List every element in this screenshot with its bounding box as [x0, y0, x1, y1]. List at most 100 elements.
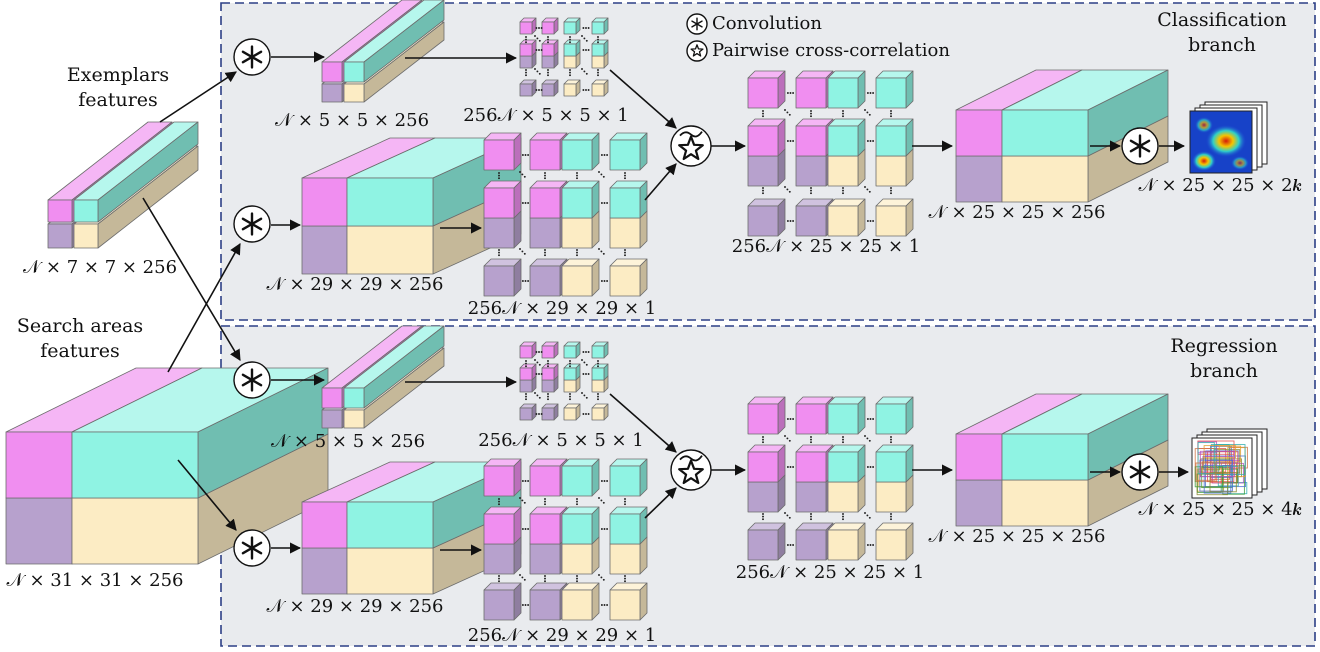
reg-correlation-ddots	[866, 437, 869, 440]
cls-search-split-ddots	[523, 252, 526, 255]
reg-search-conv-cream-front	[346, 547, 434, 595]
reg-exemplar-split-vdots	[525, 362, 527, 365]
reg-fused-dims: 𝒩 × 25 × 25 × 256	[929, 526, 1106, 547]
cls-search-split-r1b-c0-front	[483, 217, 515, 249]
reg-search-split-vdots	[576, 498, 578, 500]
cls-search-split-vdots	[576, 172, 578, 174]
reg-correlation-vdots	[890, 513, 892, 515]
cls-search-split-vdots	[544, 174, 546, 177]
reg-correlation-hdots	[866, 418, 869, 420]
cls-search-split-hdots	[524, 202, 527, 204]
reg-exemplar-split-vdots	[525, 360, 527, 362]
cls-search-conv-operator-spoke	[241, 217, 263, 231]
reg-search-split-hdots	[600, 480, 603, 482]
cls-fused-dims: 𝒩 × 25 × 25 × 256	[929, 202, 1106, 223]
reg-exemplar-split-hdots	[587, 373, 590, 375]
reg-exemplar-split-vdots	[597, 395, 599, 398]
reg-search-split-r2-c1	[529, 582, 568, 621]
search-block-purple-front	[5, 497, 73, 565]
reg-correlation-ddots	[864, 512, 866, 514]
cls-exemplar-split-r1t-c2	[563, 39, 581, 57]
reg-search-split-r1t-c2-side	[591, 506, 600, 545]
cls-correlation-ddots	[868, 190, 871, 193]
reg-exemplar-split-r2-c1	[541, 403, 559, 421]
reg-search-split-vdots	[576, 577, 578, 580]
search-block-cyan-front	[71, 431, 199, 499]
cls-exemplar-split-r2-c0-front	[519, 83, 533, 97]
reg-search-split-r1t-c3-side	[639, 506, 648, 545]
reg-correlation-hdots	[866, 466, 869, 468]
cls-correlation-r1t-c3-side	[905, 118, 914, 157]
reg-exemplar-split-ddots	[583, 394, 586, 397]
regression-branch-title-line1: Regression	[1170, 335, 1277, 357]
reg-search-split-vdots	[624, 580, 626, 583]
reg-correlation-r0-c2-front	[827, 403, 859, 435]
reg-exemplar-split-vdots	[525, 398, 527, 401]
reg-exemplar-split-r2-c1-front	[541, 407, 555, 421]
cls-exemplar-split-vdots	[569, 41, 571, 44]
reg-exemplar-split-ddots	[534, 359, 536, 361]
cls-search-split-hdots	[527, 154, 530, 156]
reg-search-split-r2-c3-front	[609, 589, 641, 621]
reg-search-split-vdots	[498, 503, 500, 506]
cls-correlation-r1t-c3-front	[875, 125, 907, 157]
cls-correlation-vdots	[810, 187, 812, 189]
reg-correlation-vdots	[842, 436, 844, 438]
operator-symbols	[233, 13, 1159, 567]
cls-search-split-ddots	[598, 171, 600, 173]
reg-search-split-r1t-c0-front	[483, 513, 515, 545]
cls-correlation-r2-c2-front	[827, 205, 859, 237]
cls-exemplar-split-hdots	[587, 49, 590, 51]
reg-correlation-ddots	[866, 514, 869, 517]
cls-correlation-r0-c0-front	[747, 77, 779, 109]
reg-exemplar-split-ddots	[581, 359, 583, 361]
cls-search-split-hdots	[603, 202, 606, 204]
reg-correlation-hdots	[786, 466, 789, 468]
reg-search-split-hdots	[600, 528, 603, 530]
cls-search-split-r2-c2	[561, 258, 600, 297]
cls-correlation-hdots	[786, 140, 789, 142]
cls-exemplar-split-vdots	[525, 41, 527, 44]
reg-exemplar-split-r0-c1-front	[541, 345, 555, 359]
cls-correlation-r2-c1	[795, 198, 834, 237]
reg-search-split-ddots	[519, 497, 521, 499]
reg-search-split-r0-c1	[529, 458, 568, 497]
cls-search-split-vdots	[498, 174, 500, 177]
cls-exemplar-split-vdots	[569, 38, 571, 41]
reg-exemplar-split-vdots	[569, 360, 571, 362]
reg-fused-pink-front	[955, 433, 1003, 481]
cls-search-split-ddots	[519, 171, 521, 173]
search-dims-label: 𝒩 × 31 × 31 × 256	[7, 570, 184, 591]
reg-exemplar-split-hdots	[585, 351, 587, 353]
classification-branch-title-line1: Classification	[1157, 9, 1287, 31]
cls-correlation-ddots	[784, 186, 786, 188]
cls-exemplar-split-ddots	[536, 70, 539, 73]
cls-exemplar-conv-dims: 𝒩 × 5 × 5 × 256	[275, 110, 429, 131]
cls-correlation-hdots	[872, 140, 875, 142]
reg-exemplar-split-ddots	[538, 396, 541, 399]
reg-search-split-vdots	[498, 575, 500, 577]
cls-search-split-vdots	[576, 254, 578, 257]
cls-exemplar-split-vdots	[547, 36, 549, 38]
cls-exemplar-split-r1t-c0-front	[519, 43, 533, 57]
cls-correlation-r1t-c0	[747, 118, 786, 157]
reg-correlation-r0-c0	[747, 396, 786, 435]
arrow-search-to-cls-conv	[167, 243, 241, 373]
cls-exemplar-split-hdots	[535, 49, 538, 51]
cls-search-split-hdots	[521, 202, 524, 204]
cls-exemplar-split-vdots	[547, 71, 549, 74]
cls-exemplar-split-r1b-c2-front	[563, 55, 577, 69]
cls-exemplar-split-r2-c1	[541, 79, 559, 97]
reg-exemplar-split-vdots	[547, 360, 549, 362]
reg-correlation-hdots	[869, 418, 872, 420]
reg-search-conv-cyan-front	[346, 501, 434, 549]
cls-exemplar-conv-pink-front	[321, 61, 343, 83]
cls-search-split-ddots	[600, 173, 603, 176]
legend-convolution-icon-spoke	[691, 20, 703, 28]
reg-correlation-r1t-c0-front	[747, 451, 779, 483]
cls-correlation-r2-c3-side	[905, 198, 914, 237]
reg-correlation-hdots	[792, 466, 795, 468]
reg-exemplar-split-hdots	[538, 351, 540, 353]
reg-search-conv-purple-front	[301, 547, 348, 595]
cls-exemplar-split-r1b-c1-front	[541, 55, 555, 69]
